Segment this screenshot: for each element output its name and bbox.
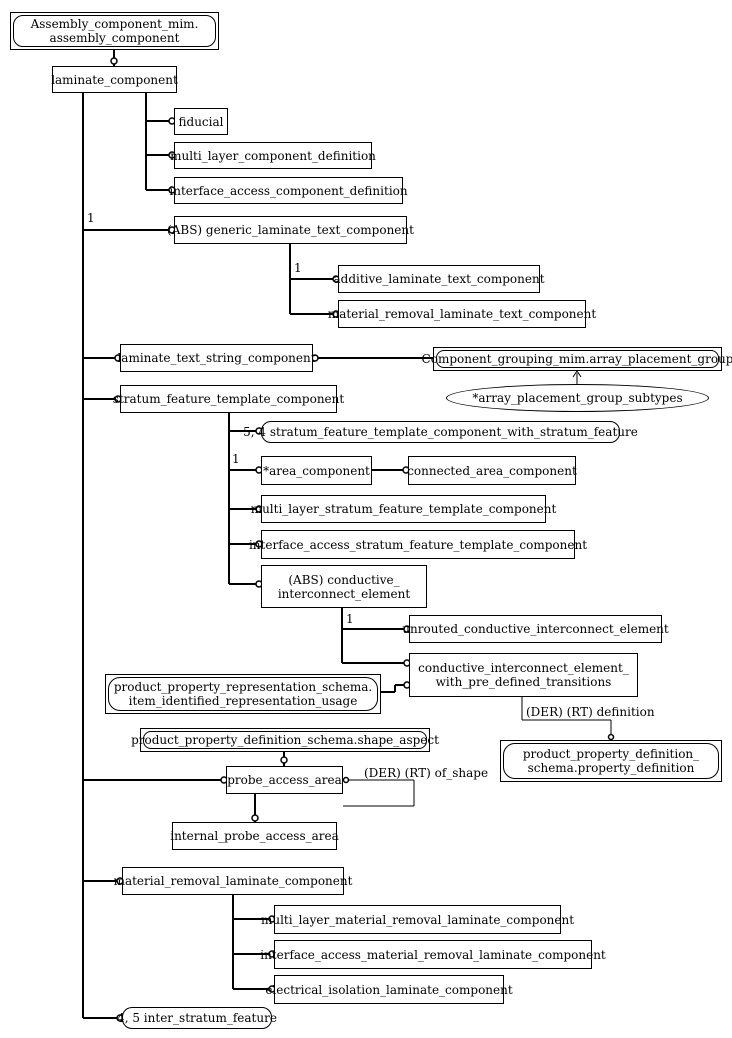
cie-with-pre-defined-transitions-node: conductive_interconnect_element_ with_pr… [409,653,638,697]
der-of-shape-label: (DER) (RT) of_shape [364,766,489,780]
property-definition-node: product_property_definition_ schema.prop… [500,740,722,782]
assembly-component-node: Assembly_component_mim. assembly_compone… [10,12,219,50]
laminate-text-string-component-node: laminate_text_string_component [117,344,316,372]
der-definition-label: (DER) (RT) definition [526,705,655,719]
multi-layer-stratum-feature-template-component-node: multi_layer_stratum_feature_template_com… [251,495,556,523]
array-placement-group-node: Component_grouping_mim.array_placement_g… [422,347,732,371]
item-identified-representation-usage-node: product_property_representation_schema. … [105,674,381,714]
internal-probe-access-area-node: internal_probe_access_area [170,822,339,850]
generic-laminate-text-component-node: (ABS) generic_laminate_text_component [167,216,414,244]
unrouted-conductive-interconnect-element-node: unrouted_conductive_interconnect_element [402,615,669,643]
area-component-node: *area_component [261,456,372,485]
multi-layer-component-definition-node: multi_layer_component_definition [170,142,376,169]
multi-layer-material-removal-laminate-component-node: multi_layer_material_removal_laminate_co… [261,905,574,934]
fiducial-node: fiducial [174,108,228,135]
interface-access-component-definition-node: interface_access_component_definition [169,177,408,204]
shape-aspect-node: product_property_definition_schema.shape… [131,728,439,752]
additive-laminate-text-component-node: additive_laminate_text_component [333,265,545,293]
material-removal-laminate-component-node: material_removal_laminate_component [114,867,352,895]
interface-access-material-removal-laminate-component-node: interface_access_material_removal_lamina… [260,940,606,969]
stratum-feature-template-component-node: stratum_feature_template_component [113,385,344,413]
inter-stratum-feature-node: 4, 5 inter_stratum_feature [117,1007,277,1029]
sftc-with-stratum-feature-node: 5, 4 stratum_feature_template_component_… [243,421,638,443]
array-placement-group-subtypes-node: *array_placement_group_subtypes [446,384,709,412]
probe-access-area-node: probe_access_area [226,766,343,794]
cardinality-label: 1 [87,211,95,225]
interface-access-stratum-feature-template-component-node: interface_access_stratum_feature_templat… [249,530,587,559]
cardinality-label: 1 [294,261,302,275]
electrical-isolation-laminate-component-node: electrical_isolation_laminate_component [265,975,513,1004]
laminate-component-node: laminate_component [51,66,178,93]
connected-area-component-node: connected_area_component [407,456,577,485]
conductive-interconnect-element-node: (ABS) conductive_ interconnect_element [261,565,427,608]
cardinality-label: 1 [346,612,354,626]
material-removal-laminate-text-component-node: material_removal_laminate_text_component [328,300,596,328]
cardinality-label: 1 [232,452,240,466]
